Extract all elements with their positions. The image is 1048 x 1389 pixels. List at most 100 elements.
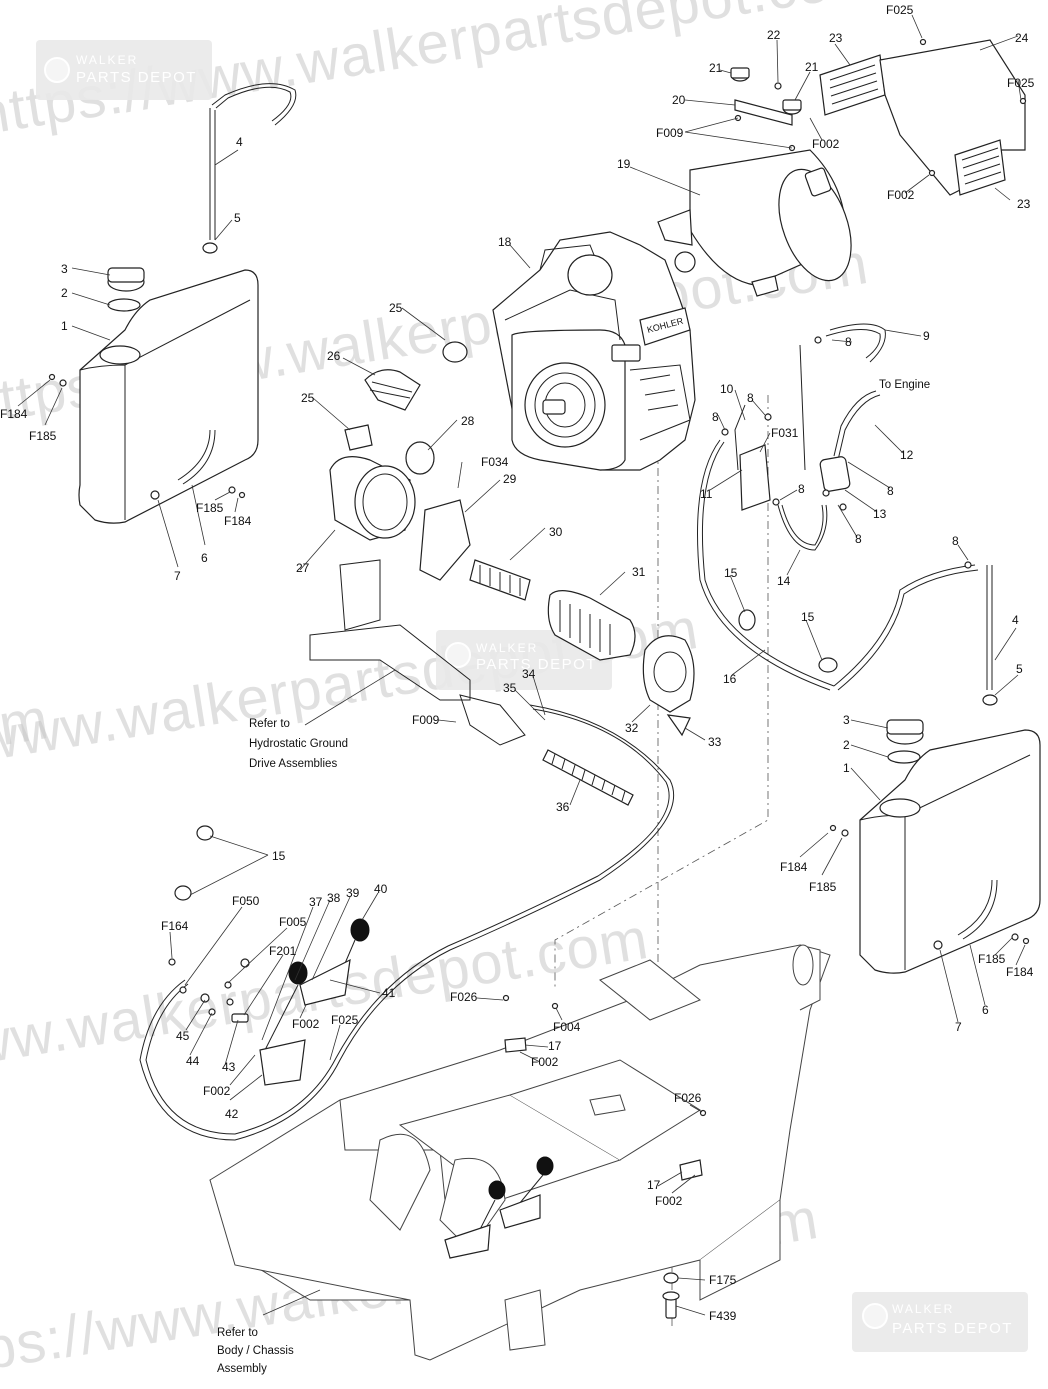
throttle-cable	[139, 704, 675, 1141]
callout-24: 24	[1015, 31, 1029, 45]
callout-f026: F026	[674, 1091, 702, 1105]
callout-7: 7	[955, 1020, 962, 1034]
callout-5: 5	[1016, 662, 1023, 676]
callout-f025: F025	[331, 1013, 359, 1027]
callout-5: 5	[234, 211, 241, 225]
callout-23: 23	[829, 31, 843, 45]
callout-40: 40	[374, 882, 388, 896]
badge-brand: WALKER	[76, 53, 138, 67]
callout-2: 2	[61, 286, 68, 300]
callout-22: 22	[767, 28, 781, 42]
badge-brand: WALKER	[892, 1302, 954, 1316]
hydro-bracket	[309, 559, 526, 746]
callout-18: 18	[498, 235, 512, 249]
vent-tube-right	[982, 565, 998, 706]
callout-f026: F026	[450, 990, 478, 1004]
hydro-note-line1: Refer to	[249, 718, 290, 730]
callout-29: 29	[503, 472, 517, 486]
callout-f002: F002	[292, 1017, 320, 1031]
callout-3: 3	[61, 262, 68, 276]
badge-name: PARTS DEPOT	[892, 1320, 1013, 1337]
callout-f002: F002	[655, 1194, 683, 1208]
callout-f005: F005	[279, 915, 307, 929]
callout-31: 31	[632, 565, 646, 579]
callout-44: 44	[186, 1054, 200, 1068]
callout-21: 21	[709, 61, 723, 75]
hydro-note-line2: Hydrostatic Ground	[249, 738, 348, 750]
body-note-line1: Refer to	[217, 1327, 258, 1339]
body-note-line2: Body / Chassis	[217, 1345, 294, 1357]
callout-f009: F009	[412, 713, 440, 727]
callout-8: 8	[712, 410, 719, 424]
callout-34: 34	[522, 667, 536, 681]
callout-f025: F025	[1007, 76, 1035, 90]
air-intake-assembly	[329, 341, 695, 737]
callout-f002: F002	[531, 1055, 559, 1069]
chassis-frame	[209, 944, 831, 1361]
callout-f439: F439	[709, 1309, 737, 1323]
callout-28: 28	[461, 414, 475, 428]
body-note-line3: Assembly	[217, 1363, 267, 1375]
callout-19: 19	[617, 157, 631, 171]
callout-f185: F185	[196, 501, 224, 515]
callout-15: 15	[801, 610, 815, 624]
callout-8: 8	[845, 335, 852, 349]
walker-parts-depot-badge: WALKER PARTS DEPOT	[36, 40, 212, 100]
callout-17: 17	[548, 1039, 562, 1053]
callout-4: 4	[236, 135, 243, 149]
walker-logo-icon	[445, 642, 471, 668]
callout-f185: F185	[978, 952, 1006, 966]
callout-15: 15	[272, 849, 286, 863]
callout-37: 37	[309, 895, 323, 909]
fuel-tank-left	[48, 267, 259, 524]
callout-6: 6	[201, 551, 208, 565]
callout-8: 8	[952, 534, 959, 548]
callout-8: 8	[855, 532, 862, 546]
callout-21: 21	[805, 60, 819, 74]
callout-16: 16	[723, 672, 737, 686]
fuel-tank-right	[829, 719, 1041, 974]
callout-f050: F050	[232, 894, 260, 908]
callout-f002: F002	[203, 1084, 231, 1098]
callout-23: 23	[1017, 197, 1031, 211]
callout-8: 8	[747, 391, 754, 405]
callout-42: 42	[225, 1107, 239, 1121]
callout-1: 1	[843, 761, 850, 775]
callout-f025: F025	[886, 3, 914, 17]
callout-f034: F034	[481, 455, 509, 469]
callout-f009: F009	[656, 126, 684, 140]
callout-f175: F175	[709, 1273, 737, 1287]
callout-8: 8	[887, 484, 894, 498]
callout-2: 2	[843, 738, 850, 752]
callout-6: 6	[982, 1003, 989, 1017]
callout-f201: F201	[269, 944, 297, 958]
muffler	[657, 149, 852, 297]
callout-25: 25	[389, 301, 403, 315]
callout-8: 8	[798, 482, 805, 496]
callout-25: 25	[301, 391, 315, 405]
callout-4: 4	[1012, 613, 1019, 627]
callout-f002: F002	[812, 137, 840, 151]
callout-f184: F184	[224, 514, 252, 528]
hydro-note-line3: Drive Assemblies	[249, 758, 337, 770]
callout-45: 45	[176, 1029, 190, 1043]
fuel-lines	[697, 323, 979, 691]
callout-36: 36	[556, 800, 570, 814]
callout-9: 9	[923, 329, 930, 343]
callout-35: 35	[503, 681, 517, 695]
muffler-heat-shield	[819, 38, 1027, 196]
callout-f185: F185	[809, 880, 837, 894]
walker-parts-depot-badge: WALKER PARTS DEPOT	[852, 1292, 1028, 1352]
callout-39: 39	[346, 886, 360, 900]
callout-10: 10	[720, 382, 734, 396]
callout-30: 30	[549, 525, 563, 539]
walker-logo-icon	[862, 1303, 888, 1329]
callout-f184: F184	[1006, 965, 1034, 979]
callout-3: 3	[843, 713, 850, 727]
engine: KOHLER	[492, 231, 696, 471]
vent-tube-left	[202, 83, 297, 254]
callout-27: 27	[296, 561, 310, 575]
callout-1: 1	[61, 319, 68, 333]
leader-lines	[17, 14, 1026, 1316]
